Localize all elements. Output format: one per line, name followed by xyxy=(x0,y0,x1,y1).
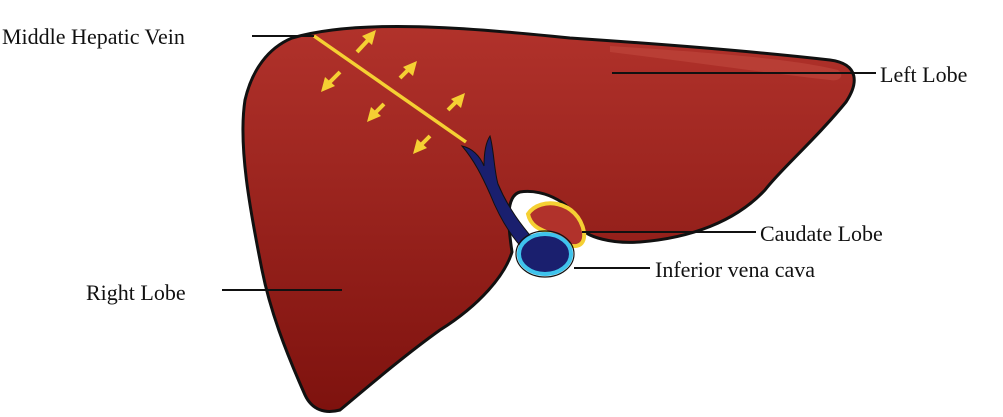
arrow-icon xyxy=(398,61,417,80)
arrow-icon xyxy=(413,134,432,154)
arrow-icon xyxy=(355,30,376,54)
inferior-vena-cava-shape xyxy=(517,232,573,276)
middle-hepatic-vein-line xyxy=(312,34,468,144)
liver-highlight xyxy=(610,46,842,81)
label-left-lobe: Left Lobe xyxy=(880,62,968,87)
arrow-icon xyxy=(321,70,342,92)
arrow-group xyxy=(321,30,465,154)
ivc-outline xyxy=(515,230,575,278)
arrow-icon xyxy=(367,102,386,122)
label-right-lobe: Right Lobe xyxy=(86,280,186,305)
label-inferior-vena-cava: Inferior vena cava xyxy=(655,257,816,282)
hepatic-vein-vessel xyxy=(460,134,535,253)
label-caudate-lobe: Caudate Lobe xyxy=(760,221,883,246)
label-middle-hepatic-vein: Middle Hepatic Vein xyxy=(2,24,185,49)
arrow-icon xyxy=(446,93,465,112)
liver-body xyxy=(241,24,856,413)
